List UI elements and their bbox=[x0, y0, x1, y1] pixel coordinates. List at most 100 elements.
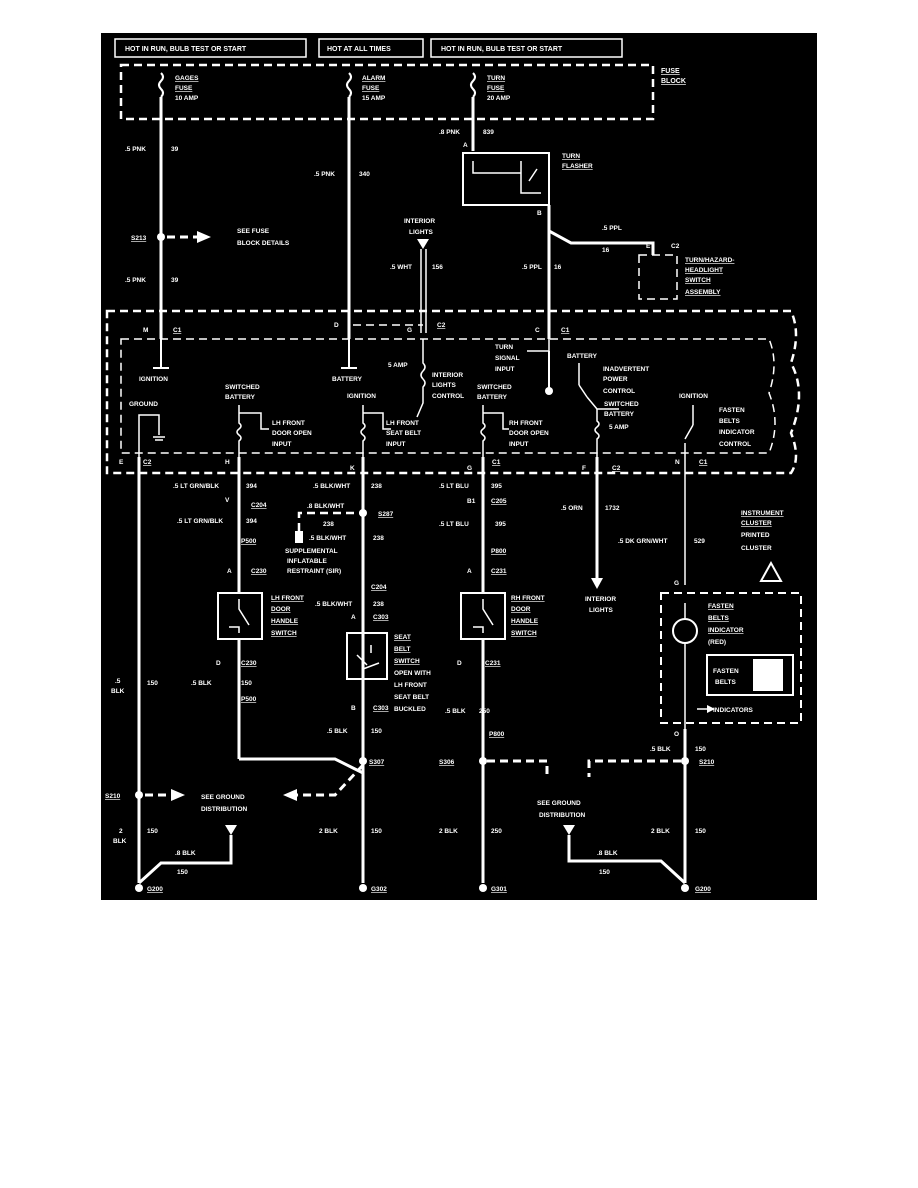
sb-input-1: LH FRONT bbox=[386, 420, 419, 427]
ground-g301-icon bbox=[479, 884, 487, 892]
seat-belt-5: LH FRONT bbox=[394, 682, 427, 689]
seat-belt-6: SEAT BELT bbox=[394, 694, 429, 701]
sw-batt3-1: SWITCHED bbox=[604, 401, 639, 408]
module-5amp-a: 5 AMP bbox=[388, 362, 408, 369]
turn-fuse-3: 20 AMP bbox=[487, 95, 511, 102]
interior-ctrl-3: CONTROL bbox=[432, 393, 464, 400]
turn-hazard-box bbox=[638, 254, 678, 300]
fasten-2: BELTS bbox=[708, 615, 729, 622]
seat-belt-1: SEAT bbox=[394, 634, 411, 641]
sw-batt3-2: BATTERY bbox=[604, 411, 635, 418]
interior-ctrl-2: LIGHTS bbox=[432, 382, 456, 389]
alarm-fuse-2: FUSE bbox=[362, 85, 380, 92]
arrow-right-icon bbox=[197, 231, 211, 243]
lh-input-3: INPUT bbox=[272, 441, 292, 448]
turn-fuse-icon bbox=[470, 72, 476, 98]
connector-p800-a: P800 bbox=[491, 548, 507, 555]
turn-hazard-4: ASSEMBLY bbox=[685, 289, 721, 296]
wire-label-pnk39-b: .5 PNK bbox=[125, 277, 146, 284]
turn-signal-1: TURN bbox=[495, 344, 513, 351]
circuit-150-d: 150 bbox=[241, 680, 252, 687]
rh-switch-4: SWITCH bbox=[511, 630, 537, 637]
connector-c231-a: C231 bbox=[491, 568, 507, 575]
circuit-150-o: 150 bbox=[695, 746, 706, 753]
sb-input-2: SEAT BELT bbox=[386, 430, 421, 437]
connector-a-c303: A bbox=[351, 614, 356, 621]
gages-fuse-1: GAGES bbox=[175, 75, 199, 82]
wire-label-blk-e2: BLK bbox=[111, 688, 125, 695]
fasten-ctrl-4: CONTROL bbox=[719, 441, 751, 448]
arrow-left-icon bbox=[283, 789, 297, 801]
circuit-250: 250 bbox=[479, 708, 490, 715]
connector-e: E bbox=[119, 459, 124, 466]
circuit-340: 340 bbox=[359, 171, 370, 178]
rh-input-1: RH FRONT bbox=[509, 420, 543, 427]
wire-label-blk-b: .5 BLK bbox=[327, 728, 348, 735]
sw-batt1-1: SWITCHED bbox=[225, 384, 260, 391]
circuit-16-a: 16 bbox=[602, 247, 610, 254]
rh-switch-3: HANDLE bbox=[511, 618, 539, 625]
header-box-3 bbox=[430, 38, 623, 58]
fasten-belts-lamp-box bbox=[706, 654, 794, 696]
connector-d-c231: D bbox=[457, 660, 462, 667]
connector-d: D bbox=[334, 322, 339, 329]
gages-fuse-2: FUSE bbox=[175, 85, 193, 92]
connector-d-c230: D bbox=[216, 660, 221, 667]
lh-door-resistor bbox=[236, 405, 242, 457]
connector-c303-b: C303 bbox=[373, 705, 389, 712]
circuit-150-8b: 150 bbox=[599, 869, 610, 876]
wire-sir-238 bbox=[297, 511, 363, 531]
ic-1: INSTRUMENT bbox=[741, 510, 784, 517]
splice-s213 bbox=[157, 233, 165, 241]
arrow-down-icon bbox=[417, 239, 429, 249]
sb-input-3: INPUT bbox=[386, 441, 406, 448]
ground-lead bbox=[138, 414, 160, 457]
splice-s210-left bbox=[135, 791, 143, 799]
circuit-150-e: 150 bbox=[147, 680, 158, 687]
wire-label-blkwht-c: .5 BLK/WHT bbox=[309, 535, 346, 542]
circuit-839: 839 bbox=[483, 129, 494, 136]
turn-flasher-2: FLASHER bbox=[562, 163, 593, 170]
indicator-lamp-icon bbox=[672, 618, 698, 644]
splice-s210-right-label: S210 bbox=[699, 759, 715, 766]
wire-label-blk8-a: .8 BLK bbox=[175, 850, 196, 857]
circuit-1732: 1732 bbox=[605, 505, 620, 512]
header-3: HOT IN RUN, BULB TEST OR START bbox=[441, 46, 563, 53]
seat-belt-2: BELT bbox=[394, 646, 411, 653]
ground-g200-right-icon bbox=[681, 884, 689, 892]
lh-input-1: LH FRONT bbox=[272, 420, 305, 427]
interior-lights-bot-2: LIGHTS bbox=[589, 607, 613, 614]
lh-switch-2: DOOR bbox=[271, 606, 291, 613]
wiring-diagram: HOT IN RUN, BULB TEST OR START HOT AT AL… bbox=[101, 33, 817, 900]
connector-c2-a: C2 bbox=[437, 322, 446, 329]
ic-2: CLUSTER bbox=[741, 520, 772, 527]
connector-c230-a: C230 bbox=[251, 568, 267, 575]
fasten-4: (RED) bbox=[708, 639, 726, 646]
fasten-ctrl-1: FASTEN bbox=[719, 407, 745, 414]
circuit-16-b: 16 bbox=[554, 264, 562, 271]
gages-fuse-3: 10 AMP bbox=[175, 95, 199, 102]
see-ground-1b: DISTRIBUTION bbox=[201, 806, 248, 813]
turn-fuse-2: FUSE bbox=[487, 85, 505, 92]
s306-ground-branch bbox=[487, 759, 549, 777]
header-1: HOT IN RUN, BULB TEST OR START bbox=[125, 46, 247, 53]
sir-terminal bbox=[295, 531, 303, 543]
connector-c230-b: C230 bbox=[241, 660, 257, 667]
lh-input-2: DOOR OPEN bbox=[272, 430, 312, 437]
gages-fuse-icon bbox=[158, 72, 164, 98]
turn-signal-2: SIGNAL bbox=[495, 355, 520, 362]
ic-3: PRINTED bbox=[741, 532, 770, 539]
connector-p500-b: P500 bbox=[241, 696, 257, 703]
connector-m: M bbox=[143, 327, 148, 334]
esd-warning-icon bbox=[759, 560, 783, 582]
seat-belt-3: SWITCH bbox=[394, 658, 420, 665]
rh-input-3: INPUT bbox=[509, 441, 529, 448]
turn-hazard-3: SWITCH bbox=[685, 277, 711, 284]
splice-s210-left-label: S210 bbox=[105, 793, 121, 800]
inadvertent-1: INADVERTENT bbox=[603, 366, 649, 373]
seat-belt-person-icon bbox=[753, 659, 783, 691]
lh-switch-icon bbox=[229, 599, 250, 633]
module-ignition-2: IGNITION bbox=[347, 393, 376, 400]
wire-label-blk-e: .5 bbox=[115, 678, 121, 685]
module-inner-outline bbox=[120, 338, 776, 454]
